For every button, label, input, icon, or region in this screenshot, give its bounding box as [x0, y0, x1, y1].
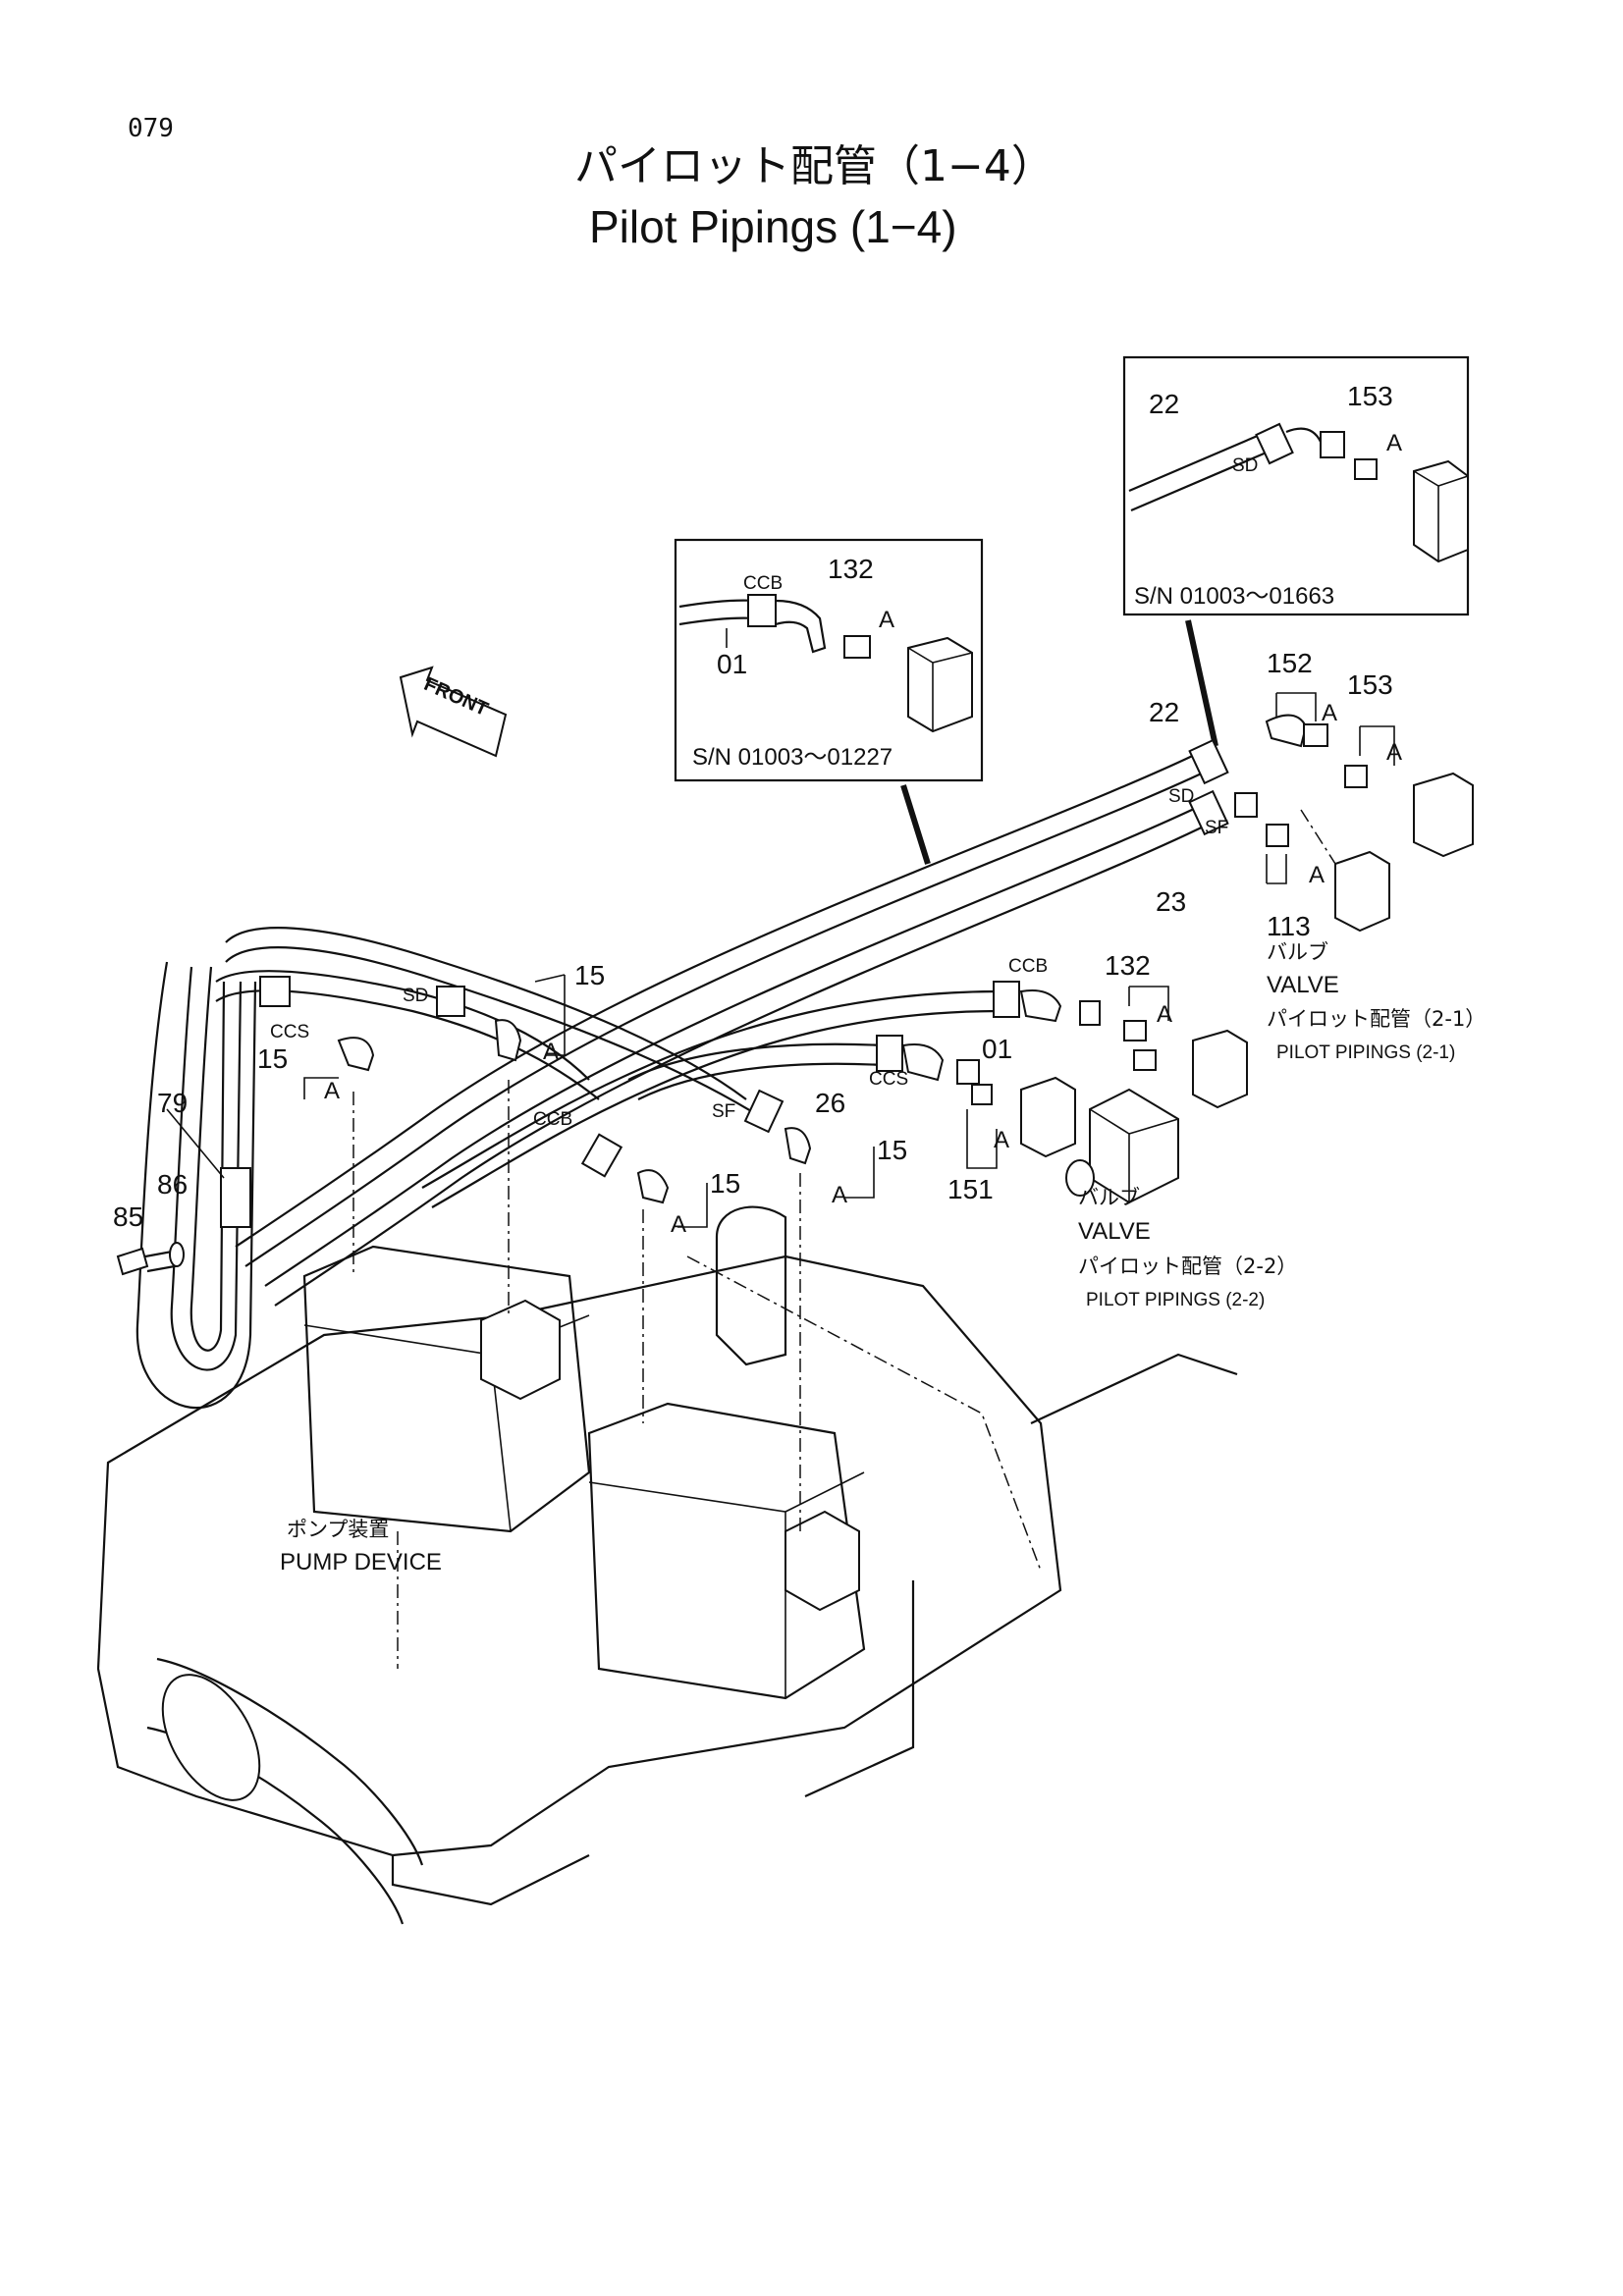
- callout-a-15-c: A: [671, 1211, 687, 1238]
- valve-1-en: VALVE: [1267, 972, 1339, 998]
- inset2-sd-label: SD: [1232, 455, 1259, 476]
- callout-a-113: A: [1309, 862, 1325, 888]
- callout-a-15-d: A: [832, 1182, 848, 1208]
- inset1-a-label: A: [879, 607, 895, 633]
- inset2-a-label: A: [1386, 430, 1403, 456]
- part-01: 01: [982, 1034, 1013, 1064]
- ccs-label-1: CCS: [869, 1069, 909, 1090]
- valve-2-en: VALVE: [1078, 1218, 1151, 1245]
- part-26: 26: [815, 1088, 846, 1118]
- inset1-part-01: 01: [717, 649, 748, 679]
- part-113: 113: [1267, 911, 1311, 941]
- part-151: 151: [947, 1174, 994, 1204]
- pump-device-jp: ポンプ装置: [287, 1518, 390, 1541]
- ccb-label-1: CCB: [1008, 956, 1049, 977]
- inset-box-1: [674, 538, 984, 782]
- sf-label-1: SF: [1205, 818, 1229, 838]
- inset2-part-153: 153: [1347, 381, 1393, 411]
- valve-1-jp: バルブ: [1267, 940, 1328, 964]
- pump-device-en: PUMP DEVICE: [280, 1549, 442, 1575]
- valve-2-ref-jp: パイロット配管（2-2）: [1078, 1255, 1298, 1278]
- valve-1-ref-en: PILOT PIPINGS (2-1): [1276, 1042, 1456, 1063]
- page-number: 079: [128, 114, 174, 143]
- callout-a-132: A: [1157, 1001, 1173, 1028]
- valve-2-ref-en: PILOT PIPINGS (2-2): [1086, 1290, 1266, 1310]
- part-132: 132: [1105, 950, 1151, 981]
- part-15-a: 15: [574, 960, 606, 990]
- callout-a-15-b: A: [324, 1078, 341, 1104]
- part-79: 79: [157, 1088, 189, 1118]
- ccb-label-2: CCB: [533, 1109, 573, 1130]
- part-15-b: 15: [257, 1043, 289, 1074]
- part-15-d: 15: [877, 1135, 908, 1165]
- part-153: 153: [1347, 669, 1393, 700]
- inset1-serial: S/N 01003～01227: [692, 744, 893, 771]
- page-title: Pilot Pipings (1−4): [589, 201, 957, 252]
- callout-a-151: A: [994, 1127, 1010, 1153]
- front-arrow-icon: [399, 666, 508, 758]
- inset1-ccb-label: CCB: [743, 573, 784, 594]
- callout-a-152: A: [1322, 700, 1338, 726]
- part-152: 152: [1267, 648, 1313, 678]
- sd-label-2: SD: [403, 986, 429, 1006]
- inset1-part-132: 132: [828, 554, 874, 584]
- callout-a-15-a: A: [543, 1039, 560, 1065]
- inset2-part-22: 22: [1149, 389, 1180, 419]
- sf-label-2: SF: [712, 1101, 736, 1122]
- valve-2-jp: バルブ: [1078, 1186, 1140, 1209]
- page-title-japanese: パイロット配管（1−4）: [574, 141, 1055, 191]
- callout-a-153: A: [1386, 739, 1403, 766]
- ccs-label-2: CCS: [270, 1022, 310, 1042]
- inset2-serial: S/N 01003～01663: [1134, 583, 1335, 610]
- sd-label-1: SD: [1168, 786, 1195, 807]
- part-23: 23: [1156, 886, 1187, 917]
- part-86: 86: [157, 1169, 189, 1200]
- valve-1-ref-jp: パイロット配管（2-1）: [1267, 1007, 1487, 1031]
- part-15-c: 15: [710, 1168, 741, 1199]
- part-85: 85: [113, 1201, 144, 1232]
- part-22: 22: [1149, 697, 1180, 727]
